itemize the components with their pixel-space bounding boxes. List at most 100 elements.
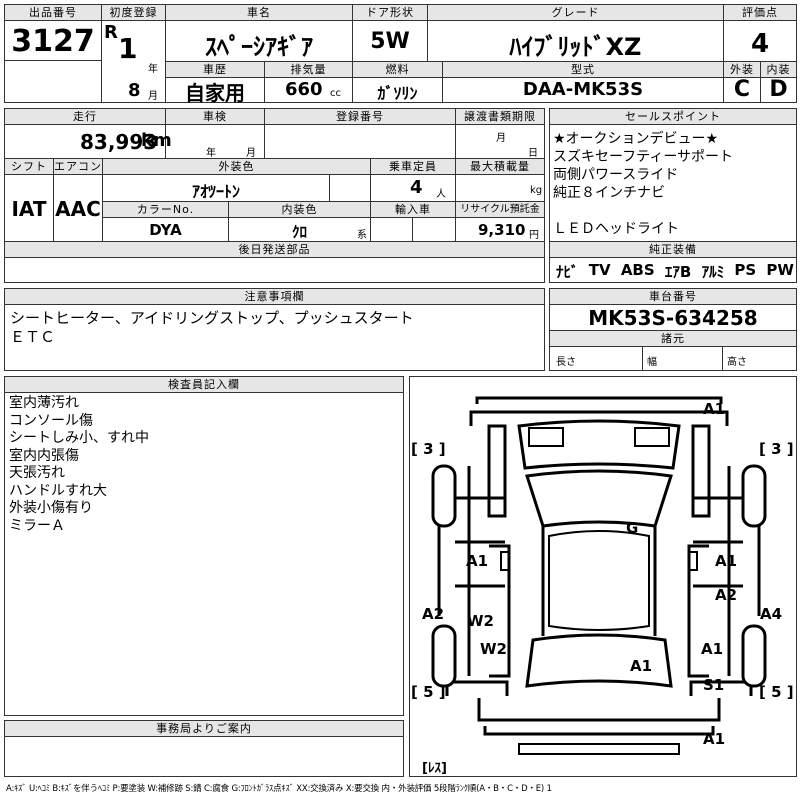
car-diagram xyxy=(431,396,767,755)
inspector-notes: 室内薄汚れ コンソール傷 シートしみ小、すれ中 室内内張傷 天張汚れ ハンドルす… xyxy=(9,395,149,535)
equipment-item: ｱﾙﾐ xyxy=(701,263,725,281)
grade: ﾊｲﾌﾞﾘｯﾄﾞXZ xyxy=(509,33,642,61)
mark-spare: [ﾚｽ] xyxy=(422,761,447,776)
inspection-year-unit: 年 xyxy=(206,148,216,159)
transfer-header: 譲渡書類期限 xyxy=(456,109,544,125)
fuel: ｶﾞｿﾘﾝ xyxy=(377,84,418,103)
displacement-header: 排気量 xyxy=(265,62,352,78)
car-name: ｽﾍﾟｰｼｱｷﾞｱ xyxy=(205,33,313,61)
notice-line: ＥＴＣ xyxy=(10,328,56,346)
equipment-item: ｴｱB xyxy=(664,263,692,281)
mark-left-door-1: W2 xyxy=(467,612,494,630)
sales-points-block xyxy=(549,108,797,283)
max-load-unit: kg xyxy=(530,185,543,196)
ext-color: ｱｵﾂｰﾄﾝ xyxy=(191,182,240,201)
ext-grade-header: 外装 xyxy=(724,62,760,78)
inspector-header: 検査員記入欄 xyxy=(5,377,403,393)
inspector-note: 室内薄汚れ xyxy=(9,395,79,411)
inspector-note: シートしみ小、すれ中 xyxy=(9,430,149,446)
inspection-month-unit: 月 xyxy=(246,148,256,159)
displacement-unit: cc xyxy=(330,88,341,99)
mark-rear-left-tire: [ 5 ] xyxy=(411,683,446,701)
notices-block xyxy=(4,288,545,371)
shift-header: シフト xyxy=(5,159,53,175)
inspector-note: 天張汚れ xyxy=(9,465,65,481)
equipment-item: PS xyxy=(734,261,757,279)
equipment-item: ABS xyxy=(620,261,655,279)
import-header: 輸入車 xyxy=(371,202,455,218)
lot-no-header: 出品番号 xyxy=(5,5,101,21)
model: DAA-MK53S xyxy=(522,79,644,100)
mark-right-rear-quarter: S1 xyxy=(703,676,725,694)
recycle-unit: 円 xyxy=(529,230,539,241)
int-grade-header: 内装 xyxy=(761,62,796,78)
inspector-note: コンソール傷 xyxy=(9,412,93,429)
vehicle-info-block xyxy=(4,108,545,283)
sales-point: 両側パワースライド xyxy=(553,167,679,183)
color-no: DYA xyxy=(149,221,182,239)
ext-grade: C xyxy=(733,77,751,102)
history-header: 車歴 xyxy=(166,62,264,78)
recycle-header: リサイクル預託金 xyxy=(456,202,544,218)
length-label: 長さ xyxy=(556,357,576,368)
office-header: 事務局よりご案内 xyxy=(5,721,403,737)
color-no-header: カラーNo. xyxy=(103,202,228,218)
sales-point: スズキセーフティーサポート xyxy=(553,149,734,165)
sales-point: 純正８インチナビ xyxy=(553,185,665,201)
car-name-header: 車名 xyxy=(166,5,352,21)
inspector-block xyxy=(4,376,404,716)
mark-left-sill: A2 xyxy=(422,605,445,623)
inspector-note: ミラーＡ xyxy=(9,517,65,534)
notices-text: シートヒーター、アイドリングストップ、プッシュスタート ＥＴＣ xyxy=(10,309,414,347)
equipment-header: 純正装備 xyxy=(550,242,796,258)
history: 自家用 xyxy=(185,81,245,105)
mark-roof-rear: A1 xyxy=(630,657,653,675)
reg-year-unit: 年 xyxy=(148,64,158,75)
transfer-day: 日 xyxy=(528,148,538,159)
door-header: ドア形状 xyxy=(353,5,427,21)
recycle-fee: 9,310 xyxy=(478,221,526,239)
damage-diagram-block xyxy=(409,376,797,777)
capacity: 4 xyxy=(410,177,423,198)
mark-front-right-tire: [ 3 ] xyxy=(759,440,794,458)
sales-point: ＬＥＤヘッドライト xyxy=(553,221,679,237)
sales-points-list: ★オークションデビュー★ スズキセーフティーサポート 両側パワースライド 純正８… xyxy=(553,130,733,238)
spec-header: 諸元 xyxy=(550,331,796,347)
ext-color-header: 外装色 xyxy=(103,159,370,175)
equipment-item: TV xyxy=(588,261,611,279)
mark-rear-bumper: A1 xyxy=(703,730,726,748)
equipment-list: ﾅﾋﾞ TV ABS ｴｱB ｱﾙﾐ PS PW xyxy=(556,261,794,282)
first-reg-header: 初度登録 xyxy=(102,5,165,21)
mark-right-rear-door: A1 xyxy=(701,640,724,658)
lot-number: 3127 xyxy=(11,24,95,59)
mark-right-front-door: A2 xyxy=(715,586,738,604)
reg-year: 1 xyxy=(118,32,138,65)
notice-line: シートヒーター、アイドリングストップ、プッシュスタート xyxy=(10,309,414,327)
sales-point xyxy=(553,202,733,220)
grade-header: グレード xyxy=(428,5,723,21)
capacity-header: 乗車定員 xyxy=(371,159,455,175)
sales-point: ★オークションデビュー★ xyxy=(553,131,719,147)
equipment-item: ﾅﾋﾞ xyxy=(556,263,579,281)
mark-windshield: G xyxy=(626,519,639,537)
sales-points-header: セールスポイント xyxy=(550,109,796,125)
int-color: ｸﾛ xyxy=(291,223,307,241)
inspection-header: 車検 xyxy=(166,109,264,125)
int-grade: D xyxy=(769,77,788,102)
capacity-unit: 人 xyxy=(436,189,446,200)
width-label: 幅 xyxy=(647,357,657,368)
int-color-header: 内装色 xyxy=(229,202,370,218)
mileage-unit: km xyxy=(141,130,172,151)
chassis-number: MK53S-634258 xyxy=(588,306,758,330)
mark-right-sill: A4 xyxy=(760,605,783,623)
ac-header: エアコン xyxy=(54,159,102,175)
score-header: 評価点 xyxy=(724,5,796,21)
height-label: 高さ xyxy=(727,357,747,368)
inspector-note: ハンドルすれ大 xyxy=(9,482,107,499)
mark-front-left-tire: [ 3 ] xyxy=(411,440,446,458)
reg-month-unit: 月 xyxy=(148,91,158,102)
shift: IAT xyxy=(11,197,47,221)
door-type: 5W xyxy=(370,29,410,54)
model-header: 型式 xyxy=(443,62,723,78)
mileage: 83,993 xyxy=(80,130,158,154)
